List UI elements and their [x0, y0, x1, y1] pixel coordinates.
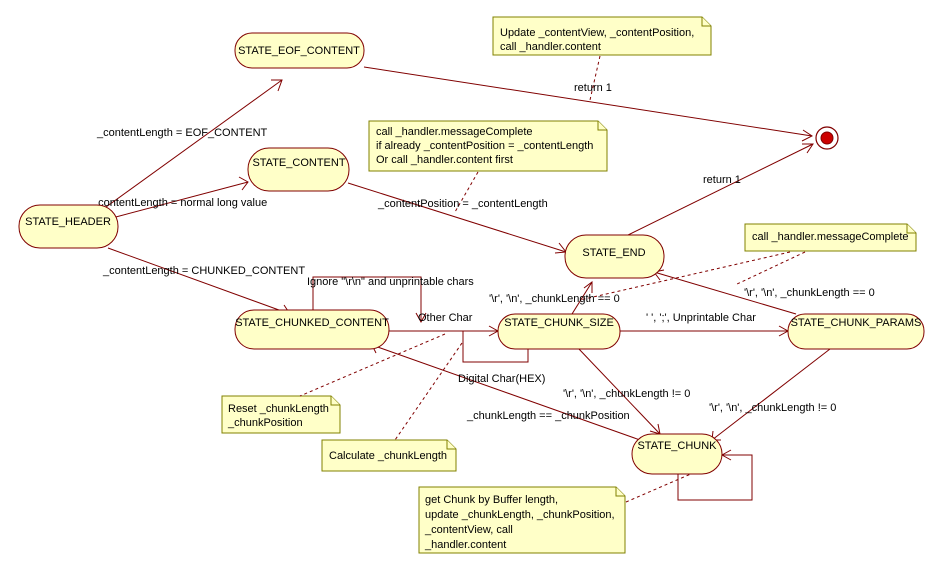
state-chunk: STATE_CHUNK: [631, 433, 723, 475]
edge-size-self: [462, 330, 529, 363]
anchor-calc-note: [394, 342, 463, 441]
edge-size-to-end: [571, 281, 593, 315]
label-header-to-chunked: _contentLength = CHUNKED_CONTENT: [102, 265, 305, 277]
label-size-to-chunk: '\r', '\n', _chunkLength != 0: [563, 388, 690, 400]
state-eof-content: STATE_EOF_CONTENT: [234, 32, 365, 69]
note-chunk-line-1: get Chunk by Buffer length,: [425, 494, 558, 506]
state-content-label: STATE_CONTENT: [252, 157, 345, 169]
label-chunked-self: Ignore "\r\n" and unprintable chars: [307, 276, 474, 288]
state-chunk-params: STATE_CHUNK_PARAMS: [787, 313, 925, 350]
edge-content-to-end: [347, 182, 567, 254]
state-chunk-label: STATE_CHUNK: [637, 440, 717, 452]
final-state: [815, 126, 839, 150]
state-end: STATE_END: [564, 234, 665, 279]
state-header-label: STATE_HEADER: [25, 216, 111, 228]
note-eof-line-1: Update _contentView, _contentPosition,: [500, 27, 694, 39]
note-content-line-1: call _handler.messageComplete: [376, 126, 533, 138]
anchor-content-note: [454, 171, 479, 213]
label-params-to-end: '\r', '\n', _chunkLength == 0: [744, 287, 875, 299]
note-calc-line-1: Calculate _chunkLength: [329, 450, 447, 462]
note-content: call _handler.messageComplete if already…: [368, 120, 608, 172]
note-chunk: get Chunk by Buffer length, update _chun…: [418, 486, 626, 554]
edge-eof-to-final: [363, 66, 813, 142]
note-chunk-line-3: _contentView, call: [424, 524, 513, 536]
label-chunk-to-chunked: _chunkLength == _chunkPosition: [466, 410, 630, 422]
label-size-to-params: ' ', ';', Unprintable Char: [646, 312, 756, 324]
label-content-to-end: _contentPosition = _contentLength: [377, 198, 548, 210]
note-calc: Calculate _chunkLength: [321, 439, 457, 472]
note-end-line-1: call _handler.messageComplete: [752, 231, 909, 243]
state-chunk-params-label: STATE_CHUNK_PARAMS: [791, 317, 922, 329]
note-eof: Update _contentView, _contentPosition, c…: [492, 16, 712, 56]
state-chunk-size: STATE_CHUNK_SIZE: [497, 313, 621, 350]
state-eof-content-label: STATE_EOF_CONTENT: [238, 45, 360, 57]
label-end-to-final: return 1: [703, 174, 741, 186]
edge-header-to-content: [111, 176, 249, 219]
note-reset-line-1: Reset _chunkLength: [228, 403, 329, 415]
note-content-line-3: Or call _handler.content first: [376, 154, 513, 166]
anchor-chunk-note: [625, 469, 701, 503]
edge-header-to-chunked: [107, 247, 291, 316]
edge-end-to-final: [621, 143, 814, 239]
state-content: STATE_CONTENT: [247, 147, 350, 192]
note-content-line-2: if already _contentPosition = _contentLe…: [376, 140, 593, 152]
anchor-eof-note: [589, 55, 601, 101]
label-eof-to-final: return 1: [574, 82, 612, 94]
note-eof-line-2: call _handler.content: [500, 41, 601, 53]
note-chunk-line-4: _handler.content: [424, 539, 506, 551]
anchor-end-note-b: [734, 251, 806, 286]
edge-params-to-chunk: [711, 348, 831, 441]
label-params-to-chunk: '\r', '\n', _chunkLength != 0: [709, 402, 836, 414]
note-reset-line-2: _chunkPosition: [227, 417, 303, 429]
label-chunked-to-size: Other Char: [418, 312, 473, 324]
label-size-to-end: '\r', '\n', _chunkLength == 0: [489, 293, 620, 305]
state-chunked-content-label: STATE_CHUNKED_CONTENT: [235, 317, 389, 329]
note-reset: Reset _chunkLength _chunkPosition: [221, 395, 341, 434]
label-size-self: Digital Char(HEX): [458, 373, 545, 385]
edge-header-to-eof: [94, 79, 283, 216]
state-chunked-content: STATE_CHUNKED_CONTENT: [234, 309, 390, 350]
label-header-to-eof: _contentLength = EOF_CONTENT: [96, 127, 268, 139]
state-header: STATE_HEADER: [18, 204, 119, 249]
note-chunk-line-2: update _chunkLength, _chunkPosition,: [425, 509, 615, 521]
anchor-reset-note: [299, 333, 446, 397]
note-end: call _handler.messageComplete: [744, 223, 917, 252]
label-header-to-content: _contentLength = normal long value: [91, 197, 267, 209]
state-end-label: STATE_END: [582, 247, 645, 259]
state-chunk-size-label: STATE_CHUNK_SIZE: [504, 317, 614, 329]
edge-chunked-self: [312, 276, 427, 324]
edge-size-to-params: [620, 325, 790, 337]
